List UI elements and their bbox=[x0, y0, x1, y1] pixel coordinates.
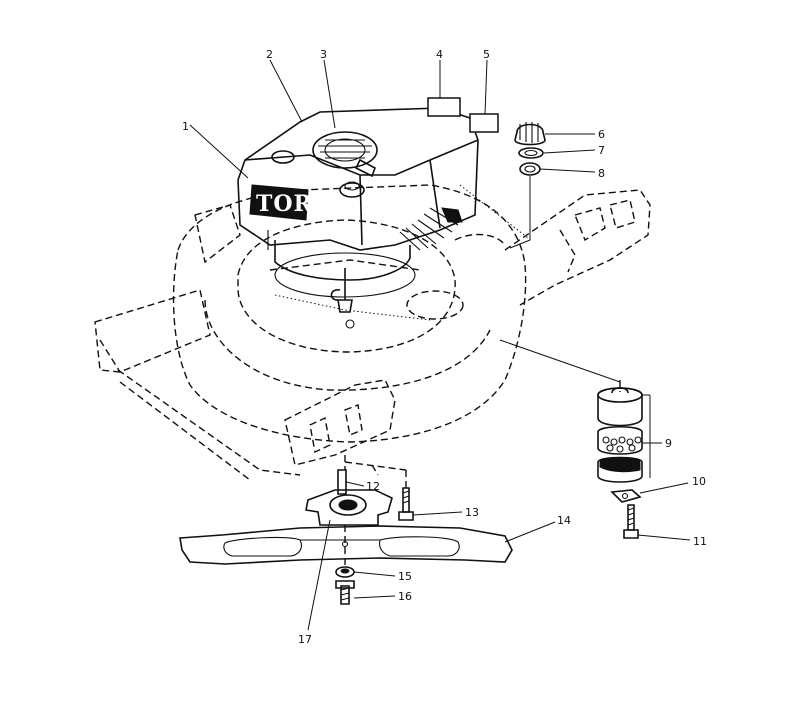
callout-6: 6 bbox=[598, 128, 605, 141]
callout-12: 12 bbox=[366, 480, 380, 493]
decal-4 bbox=[427, 97, 461, 117]
nameplate bbox=[249, 184, 309, 221]
callouts: 1 2 3 4 5 6 7 8 9 10 11 12 13 14 15 16 1… bbox=[182, 48, 707, 646]
wheel-nut-stack bbox=[509, 122, 546, 249]
mower-deck bbox=[94, 184, 651, 481]
decal-5 bbox=[469, 113, 499, 133]
blade-assembly bbox=[179, 455, 513, 605]
callout-13: 13 bbox=[465, 506, 479, 519]
callout-2: 2 bbox=[266, 48, 273, 61]
callout-8: 8 bbox=[598, 167, 605, 180]
wheel-assembly bbox=[499, 339, 643, 539]
callout-3: 3 bbox=[320, 48, 327, 61]
callout-16: 16 bbox=[398, 590, 412, 603]
brand-label: TORO bbox=[256, 191, 333, 217]
callout-14: 14 bbox=[557, 514, 571, 527]
callout-7: 7 bbox=[598, 144, 605, 157]
engine: TORO bbox=[237, 107, 479, 329]
leader-lines bbox=[189, 59, 691, 631]
callout-10: 10 bbox=[692, 475, 706, 488]
callout-11: 11 bbox=[693, 535, 707, 548]
callout-4: 4 bbox=[436, 48, 443, 61]
callout-15: 15 bbox=[398, 570, 412, 583]
callout-1: 1 bbox=[182, 120, 189, 133]
callout-5: 5 bbox=[483, 48, 490, 61]
cylinder-fins bbox=[399, 207, 459, 251]
callout-9: 9 bbox=[665, 437, 672, 450]
callout-17: 17 bbox=[298, 633, 312, 646]
